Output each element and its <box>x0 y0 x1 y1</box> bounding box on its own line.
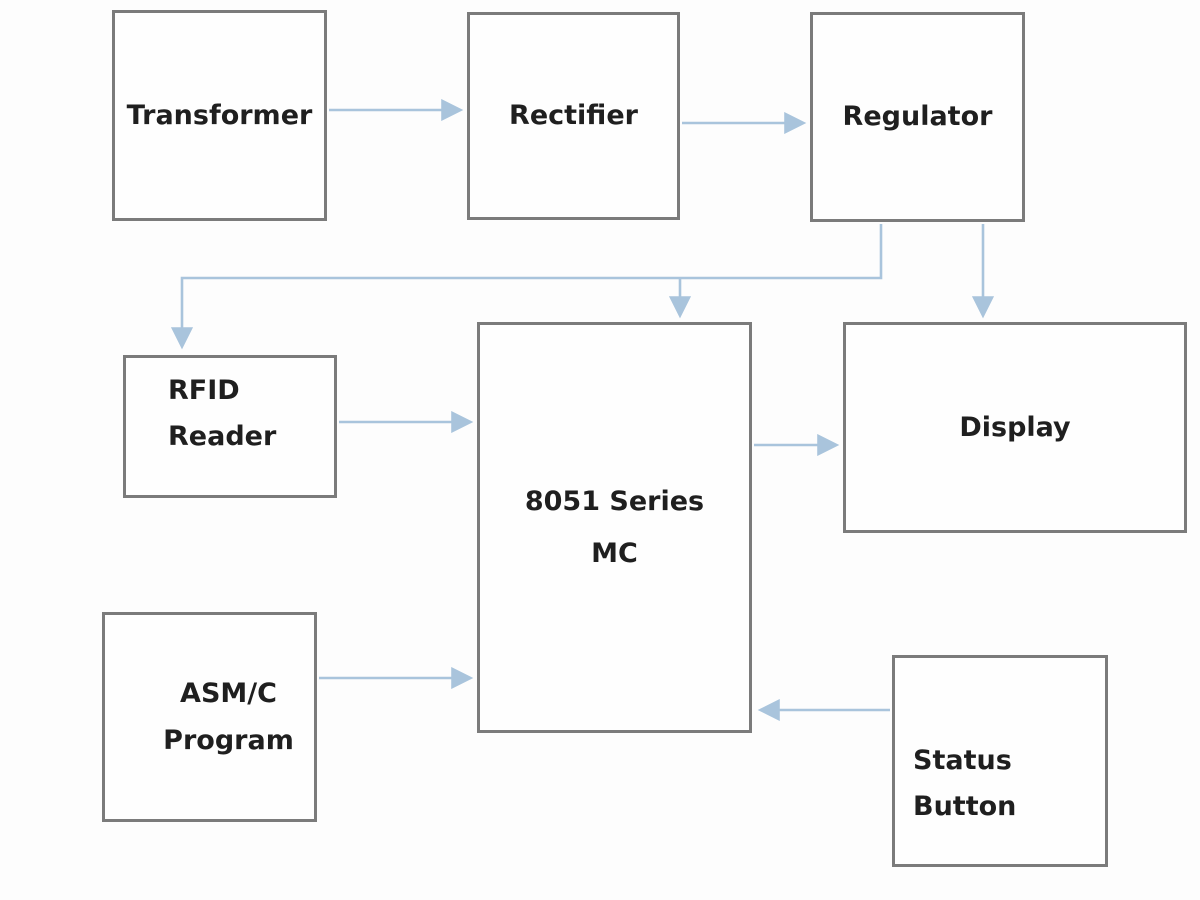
block-regulator-label: Regulator <box>842 101 993 132</box>
block-asm-c-program-label-line1: ASM/C <box>180 678 277 709</box>
block-transformer-label: Transformer <box>126 99 313 131</box>
block-rectifier: Rectifier <box>467 12 680 220</box>
block-display-label: Display <box>959 411 1071 443</box>
block-regulator: Regulator <box>810 12 1025 222</box>
block-status-button-label-line2: Button <box>913 791 1017 822</box>
block-asm-c-program: ASM/C Program <box>102 612 317 822</box>
block-status-button: Status Button <box>892 655 1108 867</box>
block-rfid-reader-label-line2: Reader <box>168 421 277 452</box>
arrow-regulator-to-rfid-reader <box>170 224 883 350</box>
block-rfid-reader: RFID Reader <box>123 355 337 498</box>
block-8051-series-mc-label-line2: MC <box>591 537 638 569</box>
block-display: Display <box>843 322 1187 533</box>
block-8051-series-mc: 8051 Series MC <box>477 322 752 733</box>
block-8051-series-mc-label-line1: 8051 Series <box>524 485 705 517</box>
block-status-button-label-line1: Status <box>913 745 1012 776</box>
block-rfid-reader-label-line1: RFID <box>168 375 240 406</box>
block-transformer: Transformer <box>112 10 327 221</box>
block-rectifier-label: Rectifier <box>509 100 638 131</box>
block-asm-c-program-label-line2: Program <box>163 725 294 756</box>
